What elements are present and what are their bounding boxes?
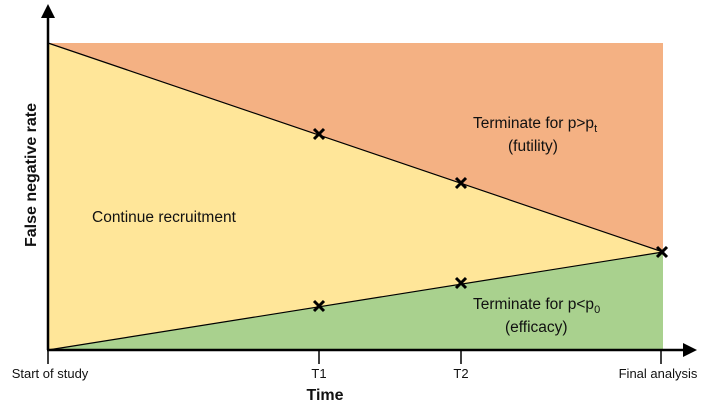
x-tick-label-t2: T2 [453,366,468,381]
continue-label: Continue recruitment [92,209,237,226]
y-axis-arrowhead [41,4,55,18]
marker-t2-upper [454,176,468,190]
futility-subscript: t [594,123,597,135]
efficacy-subscript: 0 [594,304,600,316]
marker-t1-upper [312,127,326,141]
efficacy-boundary-line [47,251,664,351]
boundary-markers [312,127,669,313]
marker-t2-lower [454,276,468,290]
x-tick-marks [47,350,662,364]
x-tick-label-start: Start of study [12,366,89,381]
futility-label-line2: (futility) [508,138,558,155]
marker-t1-lower [312,299,326,313]
x-tick-label-t1: T1 [311,366,326,381]
x-tick-label-final: Final analysis [619,366,698,381]
continue-region [48,43,663,350]
futility-label-line1: Terminate for p>pt [473,115,597,135]
efficacy-label-line1: Terminate for p<p0 [473,296,600,316]
y-axis-title: False negative rate [23,103,40,247]
marker-final [655,245,669,259]
futility-boundary-line [47,42,664,253]
x-axis-title: Time [306,387,343,404]
x-axis-arrowhead [683,343,697,357]
efficacy-label-line2: (efficacy) [505,319,568,336]
